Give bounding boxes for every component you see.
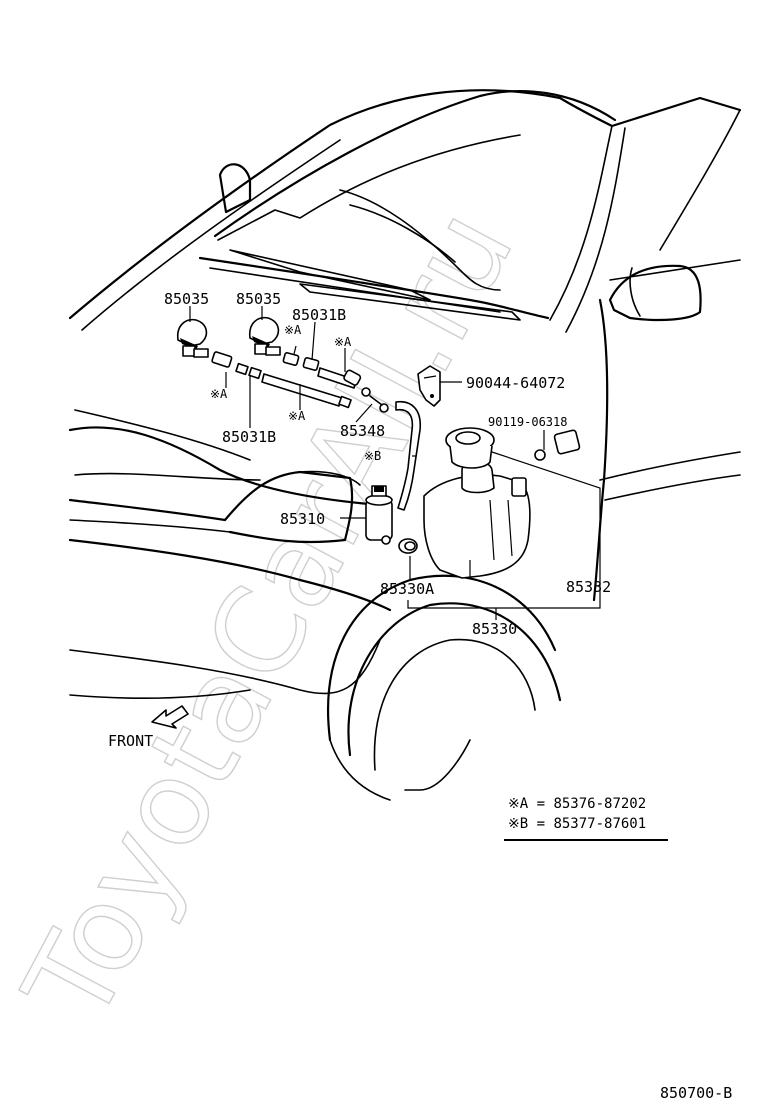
legend-a: ※A = 85376-87202 <box>508 796 646 812</box>
label-85035-left: 85035 <box>164 290 209 308</box>
label-85348: 85348 <box>340 422 385 440</box>
label-clip-a1: ※A <box>284 323 302 337</box>
leader-lines <box>189 306 601 620</box>
label-85031b-lower: 85031B <box>222 428 276 446</box>
label-85330a: 85330A <box>380 580 434 598</box>
label-85330: 85330 <box>472 620 517 638</box>
washer-nozzle-left <box>176 318 209 358</box>
grommet-part <box>534 449 546 461</box>
label-clip-a4: ※A <box>288 409 306 423</box>
diagram-code: 850700-B <box>660 1084 732 1102</box>
pump-grommet-part <box>398 538 418 554</box>
legend-b: ※B = 85377-87601 <box>508 816 646 832</box>
tank-cap <box>445 427 495 469</box>
label-clip-a3: ※A <box>210 387 228 401</box>
label-clip-b: ※B <box>364 449 381 463</box>
clamp-part <box>417 365 441 407</box>
watermark: ToyotaCarAll.ru <box>0 188 540 1044</box>
label-85332: 85332 <box>566 578 611 596</box>
washer-hoses <box>211 351 421 511</box>
washer-tank <box>423 460 531 579</box>
label-90119-06318: 90119-06318 <box>488 415 567 429</box>
car-body-outline <box>68 89 742 801</box>
washer-nozzle-right <box>248 316 281 356</box>
label-90044-64072: 90044-64072 <box>466 374 565 392</box>
front-arrow-icon <box>151 705 189 729</box>
front-label: FRONT <box>108 732 153 750</box>
label-clip-a2: ※A <box>334 335 352 349</box>
washer-pump <box>365 485 393 545</box>
label-85035-right: 85035 <box>236 290 281 308</box>
label-85031b-upper: 85031B <box>292 306 346 324</box>
label-85310: 85310 <box>280 510 325 528</box>
